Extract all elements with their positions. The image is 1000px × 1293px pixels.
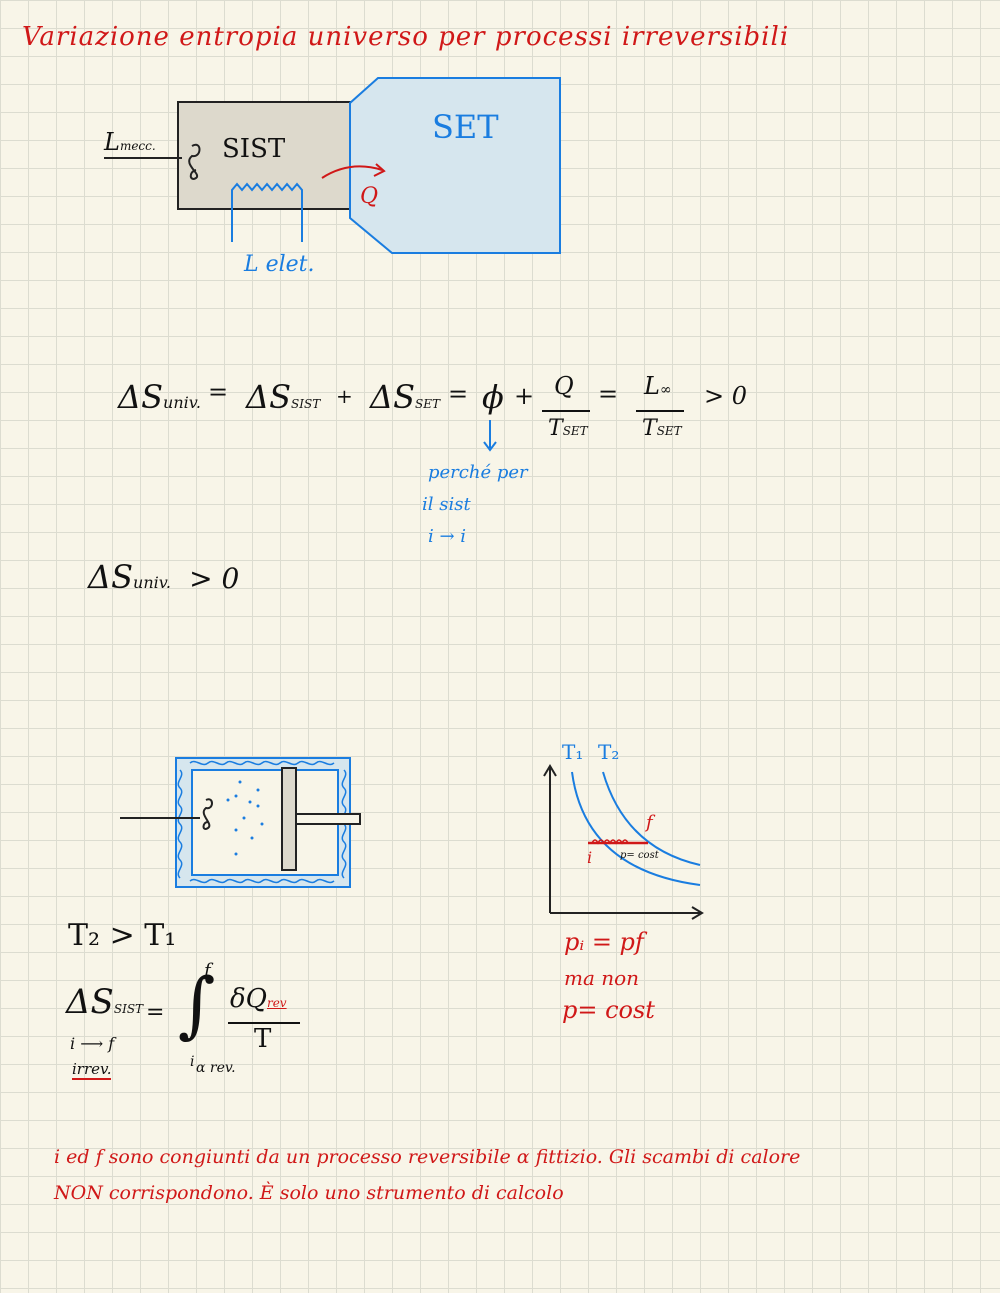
note-line-3: i → i	[428, 526, 467, 547]
universe-entropy-result: ΔSuniv. > 0	[88, 558, 240, 596]
pi-pf-text: pᵢ = pf	[564, 928, 644, 956]
ma-non-text: ma non	[564, 966, 640, 990]
p-cost-text: p= cost	[562, 996, 655, 1024]
lelet-label: L elet.	[244, 252, 315, 277]
t1-label: T₁	[562, 740, 584, 764]
f-point-label: f	[646, 812, 653, 833]
note-line-2: il sist	[422, 494, 471, 515]
set-label: SET	[432, 108, 499, 146]
lmecc-label: Lmecc.	[104, 128, 156, 156]
t2-label: T₂	[598, 740, 620, 764]
heat-q-label: Q	[360, 184, 379, 209]
note-line-1: perché per	[428, 462, 528, 483]
temperature-relation: T₂ > T₁	[68, 918, 177, 953]
footer-line-1: i ed f sono congiunti da un processo rev…	[54, 1146, 801, 1168]
entropy-equation: ΔSuniv. = ΔSSIST + ΔSSET = ϕ + Q TSET = …	[118, 372, 748, 441]
footer-line-2: NON corrispondono. È solo uno strumento …	[54, 1182, 564, 1204]
sist-label: SIST	[222, 134, 286, 164]
ds-sist-integral: ΔSSIST = ∫ f i α rev. δQrev T i ⟶ f irre…	[66, 960, 326, 1088]
p-cost-graph-label: p= cost	[620, 850, 659, 861]
i-point-label: i	[587, 848, 593, 867]
page-title: Variazione entropia universo per process…	[22, 22, 790, 52]
